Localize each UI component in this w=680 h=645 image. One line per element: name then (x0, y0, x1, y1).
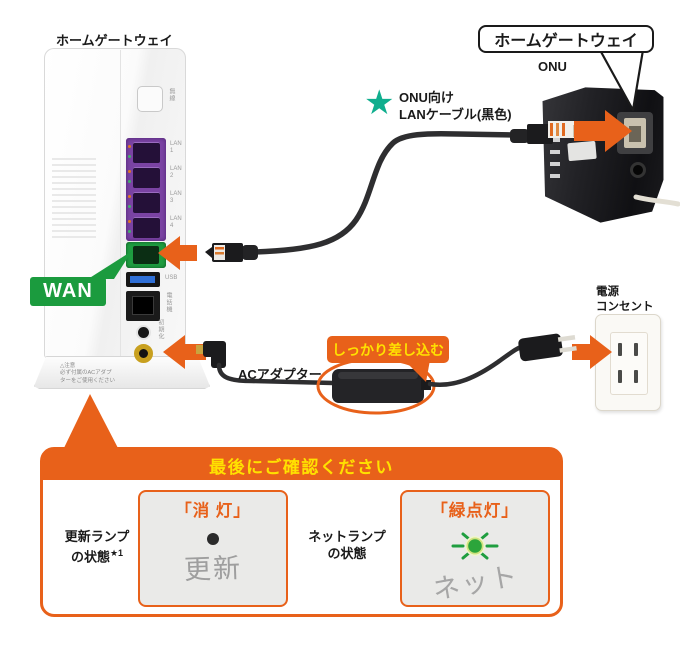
usb-label: USB (165, 275, 178, 281)
dc-power-jack (134, 344, 153, 363)
net-lamp-status: 「緑点灯」 (431, 502, 519, 520)
lan-port-1 (133, 142, 160, 163)
update-lamp-photo: 「消 灯」 更新 (138, 490, 288, 607)
wireless-button (137, 86, 163, 112)
usb-port-insert (130, 276, 155, 283)
update-lamp-label: 更新ランプ の状態★1 (64, 529, 130, 565)
ac-adapter (332, 369, 431, 403)
final-check-title: 最後にご確認ください (209, 457, 394, 477)
update-lamp-off-icon (207, 533, 219, 545)
hgw-callout-box: ホームゲートウェイ (478, 25, 654, 53)
wan-port-opening (133, 246, 159, 264)
hgw-callout-text: ホームゲートウェイ (494, 33, 638, 50)
onu-led-mark (550, 162, 560, 166)
phone-port-opening (132, 296, 154, 315)
onu-lan-port-slot (629, 126, 641, 142)
lan4-led (128, 220, 131, 223)
lan-port-3 (133, 192, 160, 213)
lan2-led2 (128, 180, 131, 183)
final-check-header: 最後にご確認ください (43, 450, 560, 480)
lan3-led (128, 195, 131, 198)
push-firmly-note: しっかり差し込む (327, 336, 449, 363)
outlet-label: 電源 コンセント (596, 286, 654, 313)
onu-led-mark (550, 174, 560, 178)
ac-adapter-label: ACアダプター (238, 367, 322, 382)
router-edge-line (120, 50, 121, 356)
net-lamp-word: ネット (429, 560, 521, 606)
lan-cable-note: ONU向け LANケーブル(黒色) (399, 89, 512, 123)
lan1-led2 (128, 155, 131, 158)
wireless-button-label: 無線 (168, 88, 174, 102)
lan-cable-connector-wan (205, 243, 258, 262)
net-lamp-photo: 「緑点灯」 ネット (400, 490, 550, 607)
lan-port-4 (133, 217, 160, 238)
lan1-led (128, 145, 131, 148)
lan3-led2 (128, 205, 131, 208)
star-icon: ★ (364, 84, 395, 122)
lan-cable-note-line1: ONU向け (399, 90, 454, 105)
lan-cable-note-line2: LANケーブル(黒色) (399, 107, 512, 122)
lan4-led2 (128, 230, 131, 233)
onu-sticker (567, 140, 597, 162)
push-note-tail (404, 360, 430, 382)
reset-button (138, 327, 149, 338)
lan-port-block (126, 138, 166, 241)
router-vents (52, 158, 96, 238)
wall-plug (518, 333, 577, 362)
outlet-slot (618, 343, 622, 356)
onu-led-mark (550, 150, 560, 154)
onu-power-connector (630, 162, 646, 178)
push-firmly-text: しっかり差し込む (332, 341, 444, 358)
outlet-slot (634, 370, 638, 383)
onu-device (542, 87, 664, 223)
update-lamp-word: 更新 (183, 552, 243, 586)
onu-title-label: ONU (538, 59, 567, 74)
wan-tag-text: WAN (43, 280, 93, 302)
final-check-panel: 最後にご確認ください 更新ランプ の状態★1 「消 灯」 更新 ネットランプ の… (40, 447, 563, 617)
router-title-label: ホームゲートウェイ (56, 33, 173, 48)
outlet-panel (610, 332, 648, 395)
update-lamp-status: 「消 灯」 (175, 502, 251, 520)
emphasis-ellipse (316, 357, 436, 415)
lan-port-2 (133, 167, 160, 188)
power-outlet (595, 314, 661, 411)
router-warning-text: △注意 必ず付属のACアダプ ターをご使用ください (60, 363, 116, 384)
outlet-slot (618, 370, 622, 383)
phone-port-label: 電話機 (165, 292, 171, 313)
lan-cable (252, 130, 517, 255)
net-lamp-glow-icon (451, 532, 499, 560)
onu-led-mark (550, 138, 560, 142)
wan-tag: WAN (30, 277, 106, 306)
reset-button-label: 初期化 (157, 319, 163, 340)
panel-pointer-triangle (63, 394, 119, 450)
outlet-slot (634, 343, 638, 356)
net-lamp-label: ネットランプ の状態 (308, 529, 386, 561)
lan2-led (128, 170, 131, 173)
